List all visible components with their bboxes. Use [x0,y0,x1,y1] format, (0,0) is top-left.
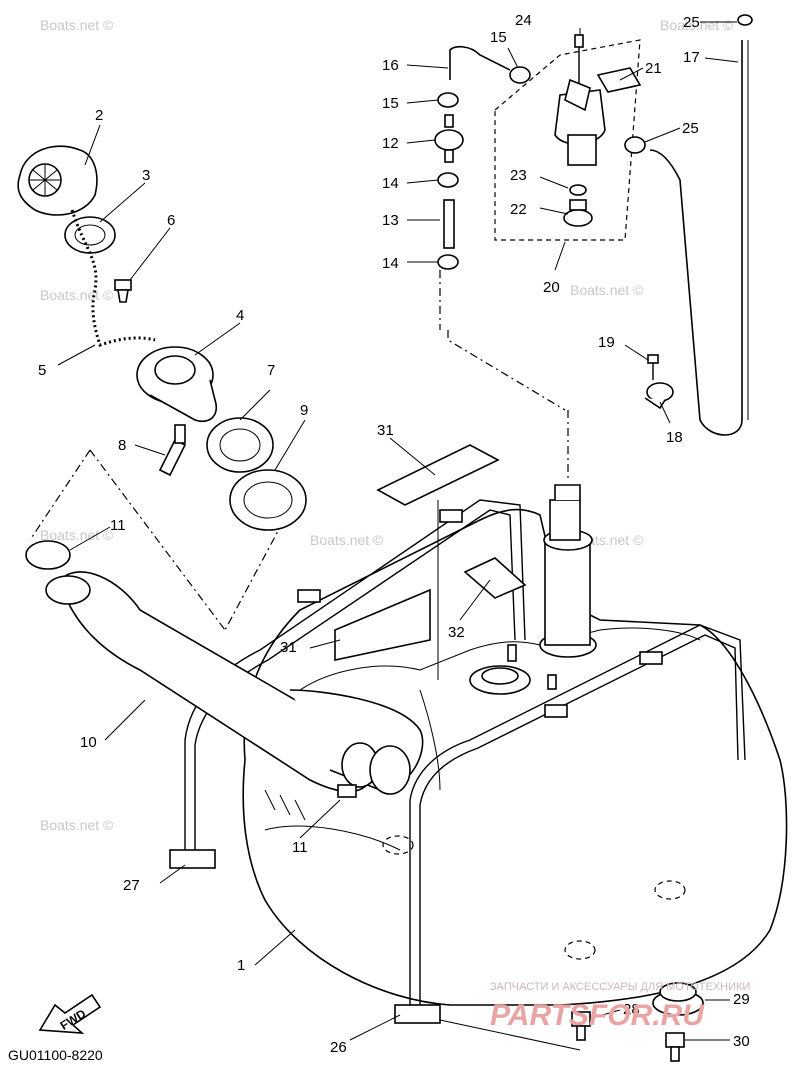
hose-17 [649,40,743,436]
cap-gasket [64,216,116,254]
screw-19 [647,354,659,380]
watermark: Boats.net © [660,17,734,33]
callout: 2 [95,107,103,124]
fuel-cap [17,145,98,216]
cap-chain [70,209,156,347]
gasket-9 [229,469,307,531]
callout: 10 [80,734,97,751]
callout: 6 [167,212,175,229]
clamp-25 [624,136,646,154]
shop-watermark-text: ЗАПЧАСТИ И АКСЕССУАРЫ ДЛЯ МОТОТЕХНИКИ [490,981,750,993]
callout: 4 [236,307,244,324]
shop-watermark-logo: PARTSFOR.RU [490,999,705,1032]
filler-hose [25,540,424,798]
callout: 18 [666,429,683,446]
gasket-7 [206,417,274,473]
washer [569,184,587,196]
callout: 14 [382,255,399,272]
callout: 15 [382,95,399,112]
callout: 24 [515,12,532,29]
callout: 12 [382,135,399,152]
callout: 1 [237,957,245,974]
nut [563,199,593,227]
callout: 30 [733,1033,750,1050]
drain-valve [158,424,187,477]
callout: 11 [292,839,308,856]
hose-16 [449,45,511,80]
warning-labels [334,444,527,680]
callout: 3 [142,167,150,184]
callout: 16 [382,57,399,74]
callout: 28 [623,1001,640,1018]
callout: 26 [330,1039,347,1056]
clip-18 [644,382,674,410]
rubber-mount [652,982,704,1016]
fuel-filter [434,114,464,163]
clamp-14 [437,172,459,188]
watermark: Boats.net © [40,817,114,833]
callout: 17 [683,49,700,66]
bolt-28 [571,1011,591,1041]
leader-lines [57,21,739,1041]
plate [596,67,642,93]
bolt-30 [665,1032,685,1062]
callout: 13 [382,212,399,229]
filler-neck [136,346,217,422]
callout: 15 [490,29,507,46]
clamp-15 [509,66,531,84]
callout: 27 [123,877,140,894]
assembly-lines [29,270,566,631]
diagram-code: GU01100-8220 [8,1047,103,1063]
callout: 9 [300,402,308,419]
callout: 11 [110,517,126,534]
watermark: Boats.net © [40,527,114,543]
clamp-14b [437,254,459,270]
callout: 23 [510,167,527,184]
callout: 29 [733,991,750,1008]
callout: 25 [682,120,699,137]
screw [114,279,132,303]
screw-24 [574,34,584,85]
callout: 20 [543,279,560,296]
callout: 7 [267,362,275,379]
callout: 8 [118,437,126,454]
fwd-arrow-icon: FWD [38,993,102,1034]
clamp-15b [437,92,459,108]
callout: 25 [683,14,700,31]
watermark: Boats.net © [40,287,114,303]
pipe-13 [443,199,455,249]
callout: 5 [38,362,46,379]
callout: 32 [448,624,465,641]
callout: 31 [377,422,394,439]
watermark: Boats.net © [40,17,114,33]
clamp-25b [737,14,753,26]
callout: 14 [382,175,399,192]
callout: 31 [280,639,297,656]
callout: 19 [598,334,615,351]
fuel-pickup [539,410,597,658]
callout: 21 [645,60,662,77]
watermark: Boats.net © [570,282,644,298]
callout: 22 [510,201,527,218]
fuel-pump [554,78,606,166]
callout-numbers: 1 2 3 4 5 6 7 8 9 10 11 11 12 13 14 14 1… [38,12,750,1056]
tank-filler-port [469,644,557,695]
watermark: Boats.net © [310,532,384,548]
